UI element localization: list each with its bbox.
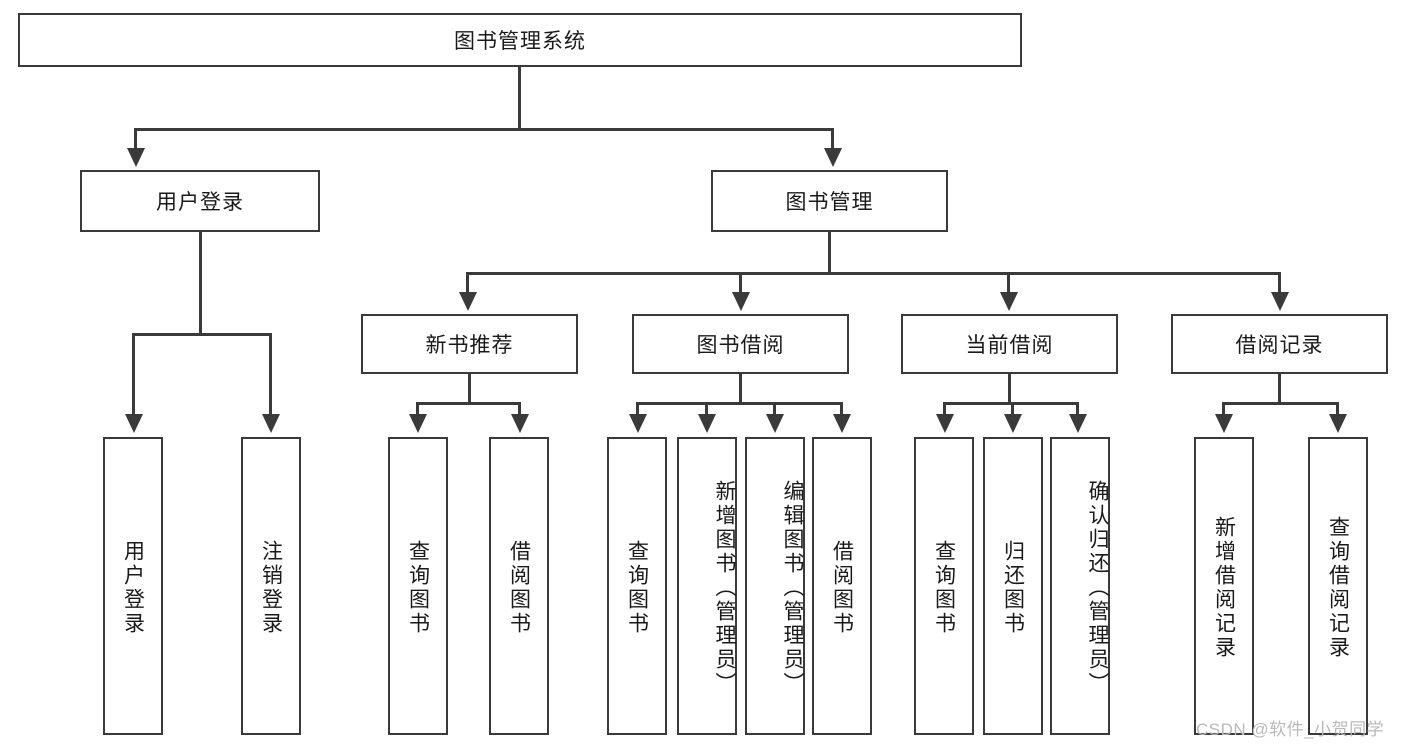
leaf-borrow-book[interactable]: 借阅图书 [812,437,872,735]
node-new-book-recommend[interactable]: 新书推荐 [361,314,578,374]
node-label: 图书管理系统 [454,30,586,53]
arrow-to-logout-leaf [262,414,280,433]
edge-records-stem [1278,374,1281,404]
arrow-to-borrow-records [1271,292,1289,311]
node-label: 编辑图书（管理员） [781,480,804,696]
node-book-management[interactable]: 图书管理 [711,170,948,232]
arrow-to-book-borrow [732,292,750,311]
node-label: 图书借阅 [696,334,785,357]
arrow-to-user-login [127,148,145,167]
edge-root-to-user-login [134,128,137,150]
arrow-to-query-book-a [409,414,427,433]
edge-bookmgmt-bus [466,272,1281,275]
edge-newbook-to-leaf2 [518,402,521,416]
leaf-logout[interactable]: 注销登录 [241,437,301,735]
node-label: 确认归还（管理员） [1086,480,1109,696]
arrow-to-book-manage [824,148,842,167]
arrow-to-borrow-book-b [833,414,851,433]
edge-newbook-stem [468,374,471,404]
edge-bookborrow-to-leaf1 [636,402,639,416]
edge-userlogin-bus [132,333,271,336]
arrow-to-query-book-c [936,414,954,433]
arrow-to-add-book [698,414,716,433]
node-label: 新书推荐 [425,334,514,357]
edge-currentborrow-to-leaf1 [943,402,946,416]
edge-newbook-bus [416,402,521,405]
csdn-watermark: CSDN @软件_小贺同学 [1196,720,1385,739]
edge-bookborrow-to-leaf2 [705,402,708,416]
node-label: 用户登录 [156,191,244,214]
node-label: 查询图书 [625,540,649,636]
node-label: 新增借阅记录 [1212,516,1236,660]
arrow-to-new-book-recommend [459,292,477,311]
edge-bookmgmt-to-newbook [466,272,469,294]
leaf-add-borrow-record[interactable]: 新增借阅记录 [1194,437,1254,735]
edge-bookmgmt-stem [828,232,831,274]
leaf-confirm-return-admin[interactable]: 确认归还（管理员） [1050,437,1110,735]
edge-root-to-book-manage [831,128,834,150]
leaf-return-book[interactable]: 归还图书 [983,437,1043,735]
edge-bookmgmt-to-current [1007,272,1010,294]
node-label: 借阅图书 [830,540,854,636]
node-label: 用户登录 [121,540,145,636]
edge-bookborrow-to-leaf4 [840,402,843,416]
node-current-borrow[interactable]: 当前借阅 [901,314,1118,374]
node-label: 查询借阅记录 [1326,516,1350,660]
edge-currentborrow-to-leaf2 [1011,402,1014,416]
edge-bookborrow-bus [636,402,843,405]
arrow-to-add-record [1215,414,1233,433]
edge-bookmgmt-to-borrow [739,272,742,294]
edge-root-stem [518,67,521,130]
arrow-to-current-borrow [1000,292,1018,311]
edge-userlogin-to-leaf1 [132,333,135,416]
node-label: 借阅记录 [1235,334,1324,357]
edge-bookborrow-stem [739,374,742,404]
edge-records-to-leaf1 [1222,402,1225,416]
arrow-to-edit-book [766,414,784,433]
leaf-add-book-admin[interactable]: 新增图书（管理员） [677,437,737,735]
edge-userlogin-stem [199,232,202,335]
arrow-to-return-book [1004,414,1022,433]
node-label: 借阅图书 [507,540,531,636]
node-label: 当前借阅 [965,334,1054,357]
edge-bookborrow-to-leaf3 [773,402,776,416]
leaf-query-book-current[interactable]: 查询图书 [914,437,974,735]
leaf-user-login[interactable]: 用户登录 [103,437,163,735]
arrow-to-query-record [1329,414,1347,433]
arrow-to-query-book-b [629,414,647,433]
node-user-login[interactable]: 用户登录 [80,170,320,232]
leaf-edit-book-admin[interactable]: 编辑图书（管理员） [745,437,805,735]
arrow-to-confirm-return [1069,414,1087,433]
node-label: 归还图书 [1001,540,1025,636]
edge-records-to-leaf2 [1336,402,1339,416]
edge-records-bus [1222,402,1339,405]
edge-bookmgmt-to-records [1278,272,1281,294]
arrow-to-borrow-book-a [511,414,529,433]
node-label: 新增图书（管理员） [713,480,736,696]
node-root-system[interactable]: 图书管理系统 [18,13,1022,67]
leaf-query-borrow-record[interactable]: 查询借阅记录 [1308,437,1368,735]
leaf-borrow-book-recommend[interactable]: 借阅图书 [489,437,549,735]
node-borrow-records[interactable]: 借阅记录 [1171,314,1388,374]
node-label: 查询图书 [406,540,430,636]
node-book-borrow[interactable]: 图书借阅 [632,314,849,374]
node-label: 图书管理 [785,191,874,214]
edge-root-bus [134,128,834,131]
node-label: 查询图书 [932,540,956,636]
edge-userlogin-to-leaf2 [269,333,272,416]
edge-currentborrow-to-leaf3 [1076,402,1079,416]
leaf-query-book-borrow[interactable]: 查询图书 [607,437,667,735]
node-label: 注销登录 [259,540,283,636]
arrow-to-user-login-leaf [125,414,143,433]
edge-currentborrow-stem [1008,374,1011,404]
edge-newbook-to-leaf1 [416,402,419,416]
leaf-query-book-recommend[interactable]: 查询图书 [388,437,448,735]
